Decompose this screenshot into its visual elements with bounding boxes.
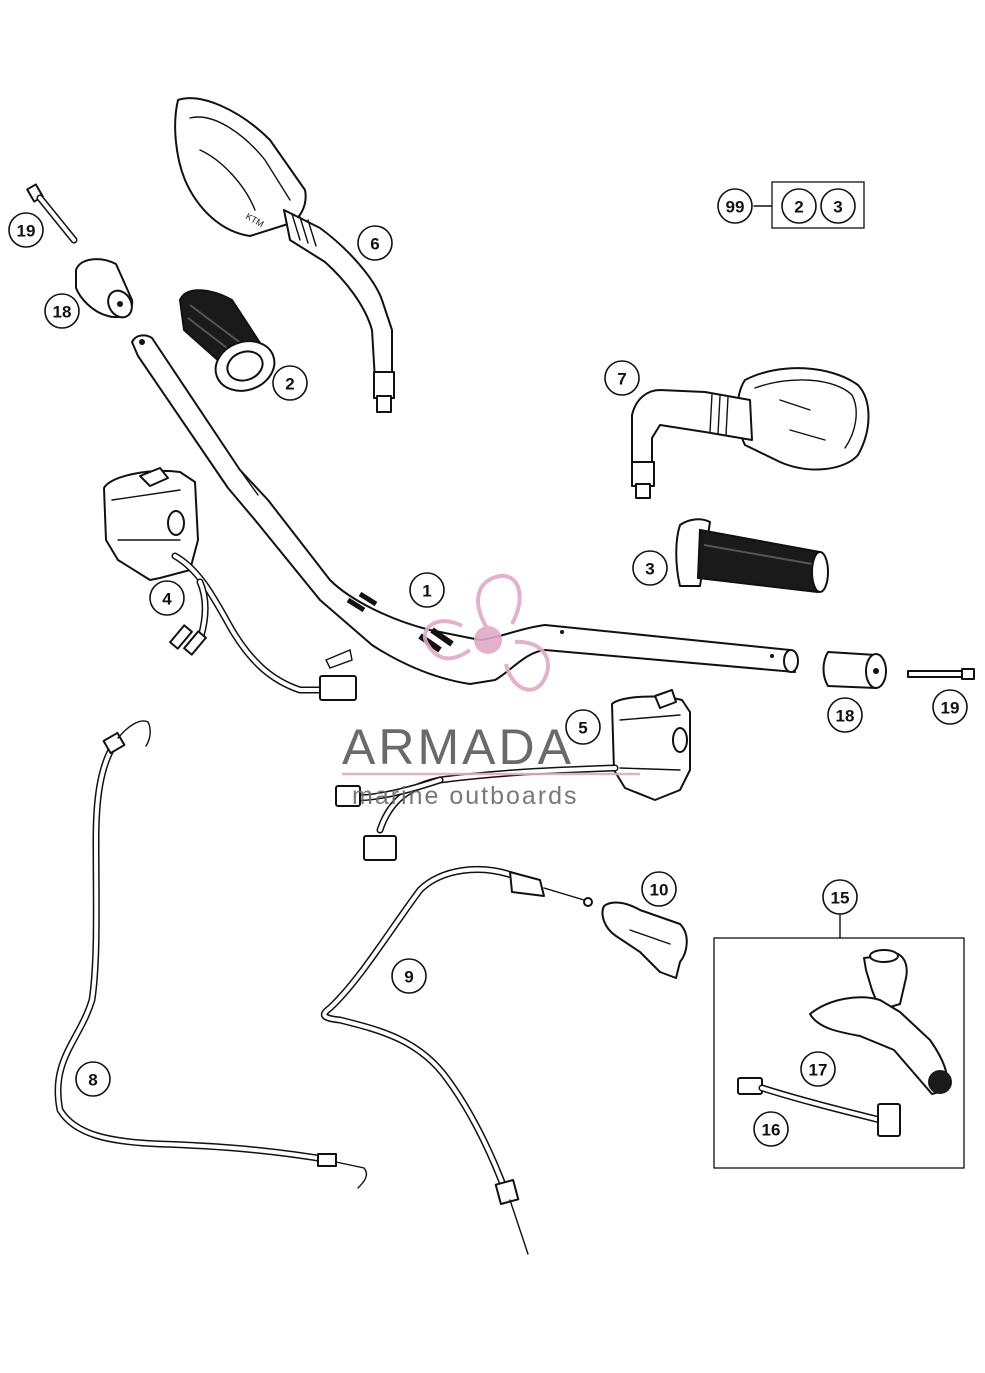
- watermark-tagline: marine outboards: [352, 782, 579, 810]
- callout-99[interactable]: 99: [717, 188, 753, 224]
- callout-5[interactable]: 5: [565, 709, 601, 745]
- svg-text:6: 6: [370, 235, 379, 254]
- svg-text:3: 3: [833, 198, 842, 217]
- right-grip[interactable]: [675, 518, 829, 594]
- kit-99: [753, 181, 865, 229]
- right-bar-end-bolt[interactable]: [907, 668, 975, 680]
- svg-text:2: 2: [794, 198, 803, 217]
- throttle-cable-cover[interactable]: [601, 901, 688, 979]
- left-bar-end-bolt[interactable]: [26, 183, 78, 244]
- left-grip[interactable]: [178, 289, 281, 399]
- svg-text:18: 18: [53, 303, 72, 322]
- callout-2[interactable]: 2: [272, 365, 308, 401]
- propeller-icon: [422, 573, 551, 692]
- left-bar-end-weight[interactable]: [75, 258, 137, 321]
- callout-7[interactable]: 7: [604, 360, 640, 396]
- svg-text:7: 7: [617, 370, 626, 389]
- svg-text:16: 16: [762, 1121, 781, 1140]
- svg-text:19: 19: [941, 699, 960, 718]
- callout-19-right[interactable]: 19: [932, 689, 968, 725]
- right-mirror[interactable]: [631, 367, 870, 499]
- callout-19-left[interactable]: 19: [8, 212, 44, 248]
- watermark-brand: ARMADA: [342, 719, 574, 775]
- callout-18-right[interactable]: 18: [827, 697, 863, 733]
- svg-text:15: 15: [831, 889, 850, 908]
- clutch-assembly-box: [713, 937, 965, 1169]
- clutch-switch[interactable]: [737, 1077, 901, 1137]
- right-switch[interactable]: [335, 689, 691, 861]
- svg-text:2: 2: [285, 375, 294, 394]
- callout-6[interactable]: 6: [357, 225, 393, 261]
- callout-8[interactable]: 8: [75, 1061, 111, 1097]
- svg-text:18: 18: [836, 707, 855, 726]
- throttle-cable[interactable]: [320, 865, 593, 1255]
- kit-item-3[interactable]: 3: [820, 188, 856, 224]
- clutch-lever[interactable]: [809, 949, 952, 1095]
- callout-3[interactable]: 3: [632, 550, 668, 586]
- svg-text:4: 4: [162, 590, 172, 609]
- watermark: ARMADA marine outboards: [342, 573, 640, 810]
- left-switch[interactable]: [103, 467, 357, 701]
- callout-10[interactable]: 10: [641, 871, 677, 907]
- clutch-cable[interactable]: [54, 720, 368, 1189]
- svg-text:1: 1: [422, 582, 431, 601]
- svg-text:3: 3: [645, 560, 654, 579]
- callout-17[interactable]: 17: [800, 1051, 836, 1087]
- svg-text:9: 9: [404, 968, 413, 987]
- callout-18-left[interactable]: 18: [44, 293, 80, 329]
- callout-1[interactable]: 1: [409, 572, 445, 608]
- handlebar[interactable]: [131, 334, 799, 685]
- kit-item-2[interactable]: 2: [781, 188, 817, 224]
- callout-15[interactable]: 15: [822, 879, 858, 915]
- svg-text:10: 10: [650, 881, 669, 900]
- svg-text:8: 8: [88, 1071, 97, 1090]
- svg-text:5: 5: [578, 719, 587, 738]
- callout-9[interactable]: 9: [391, 958, 427, 994]
- svg-text:99: 99: [726, 198, 745, 217]
- callout-4[interactable]: 4: [149, 580, 185, 616]
- right-bar-end-weight[interactable]: [822, 651, 887, 689]
- svg-text:19: 19: [17, 222, 36, 241]
- left-mirror[interactable]: KTM: [174, 97, 395, 413]
- svg-text:17: 17: [809, 1061, 828, 1080]
- callout-16[interactable]: 16: [753, 1111, 789, 1147]
